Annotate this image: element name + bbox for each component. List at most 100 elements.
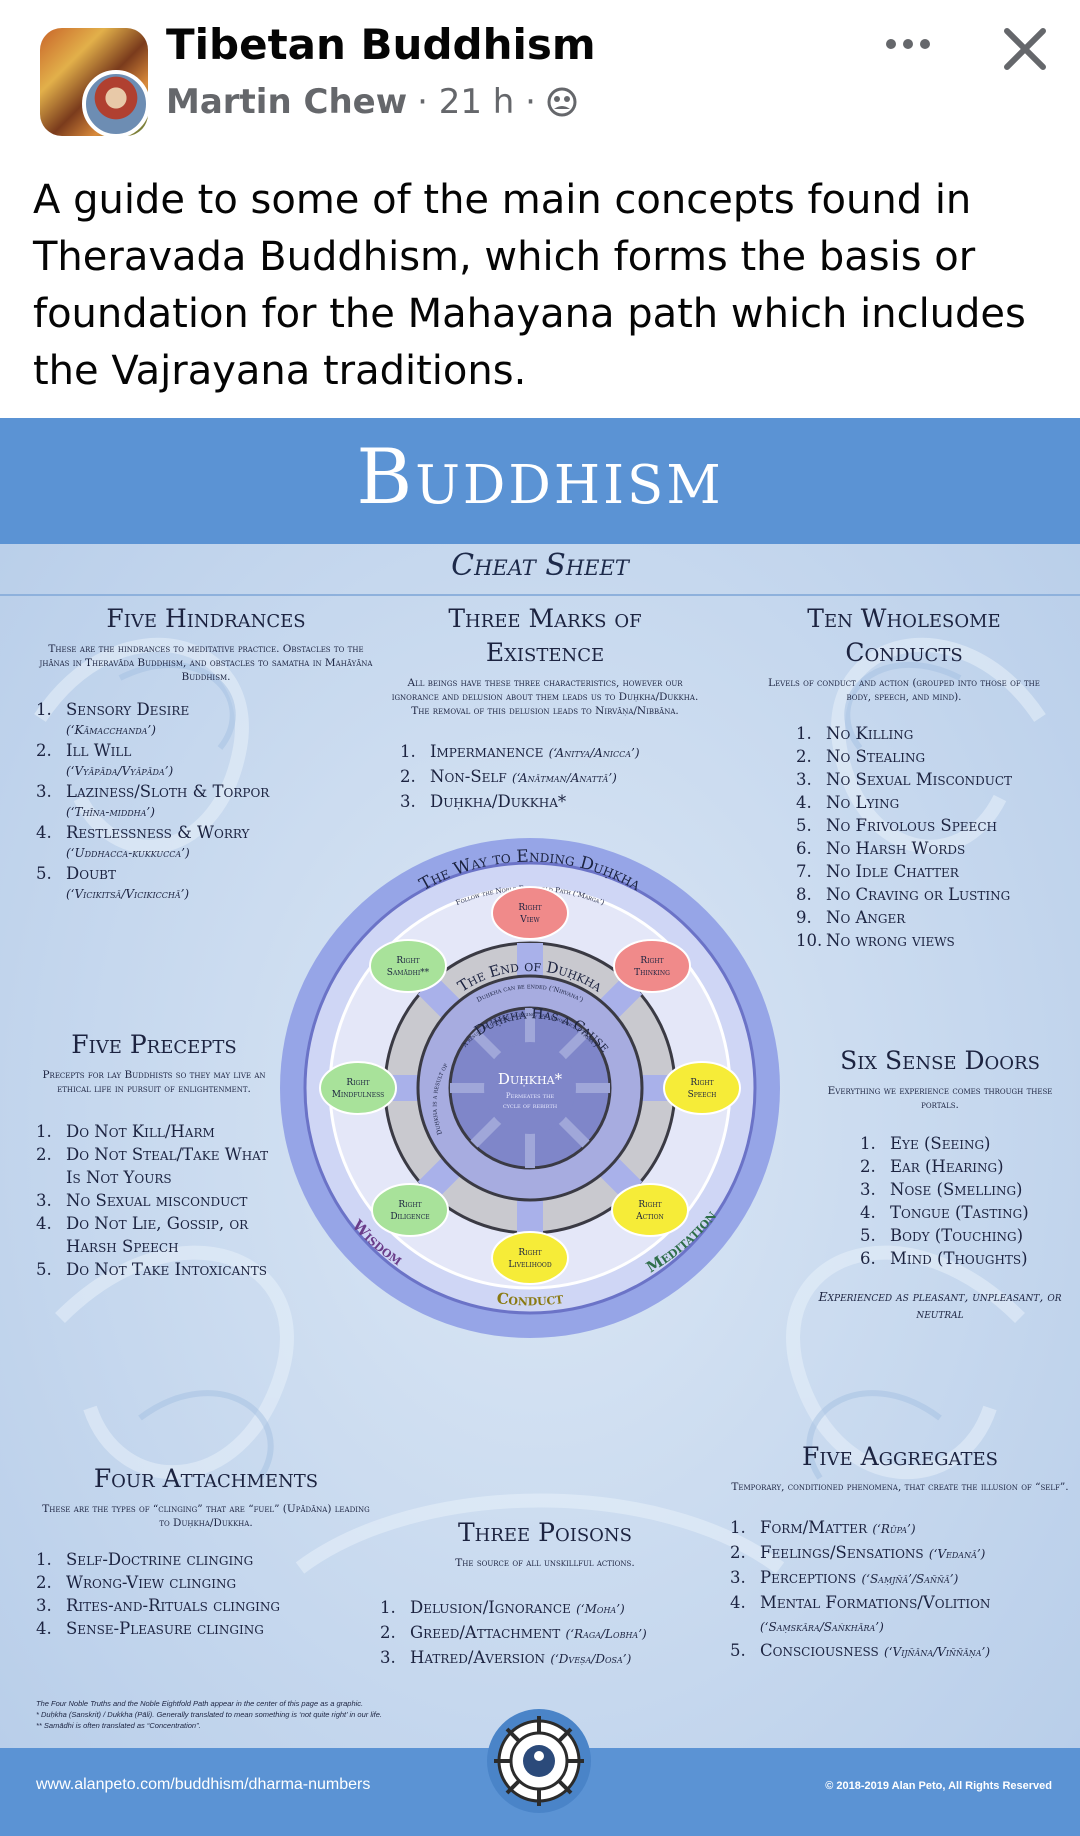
more-options-button[interactable] <box>868 22 948 66</box>
item-number: 1. <box>730 1518 746 1537</box>
item-label: Impermanence <box>430 742 544 761</box>
section-title: Ten Wholesome Conducts <box>807 604 1001 667</box>
list-item: 5.No Frivolous Speech <box>796 814 1052 837</box>
item-label: Do Not Steal/Take What Is Not Yours <box>66 1145 269 1187</box>
post-meta: Martin Chew · 21 h · <box>166 82 578 122</box>
six-sense-doors-section: Six Sense Doors Everything we experience… <box>816 1044 1064 1322</box>
path-node-label: Diligence <box>390 1212 429 1222</box>
path-node-label: Right <box>518 1248 541 1258</box>
item-number: 3. <box>36 1191 52 1210</box>
item-body: No Anger <box>826 906 905 929</box>
item-number: 3. <box>36 1596 52 1615</box>
item-pali: (‘Moha’) <box>576 1602 625 1616</box>
list-item: 2.Ear (Hearing) <box>860 1155 1064 1178</box>
item-label: Do Not Kill/Harm <box>66 1122 215 1141</box>
item-body: No Sexual misconduct <box>66 1189 247 1212</box>
item-label: Nose (Smelling) <box>890 1180 1023 1199</box>
path-node-label: Action <box>635 1212 664 1222</box>
item-label: Non-Self <box>430 767 507 786</box>
item-number: 1. <box>36 1550 52 1569</box>
path-node-label: Samādhi** <box>387 968 430 978</box>
bottom-arc-conduct: Conduct <box>496 1289 565 1309</box>
item-body: Sensory Desire(‘Kāmacchanda’) <box>66 698 189 739</box>
item-number: 5. <box>796 816 812 835</box>
group-name[interactable]: Tibetan Buddhism <box>166 20 596 69</box>
author-avatar[interactable] <box>82 70 150 138</box>
list-item: 3. No Sexual misconduct <box>36 1189 272 1212</box>
path-node-label: Right <box>638 1200 661 1210</box>
section-title: Four Attachments <box>93 1464 319 1493</box>
item-number: 1. <box>36 1122 52 1141</box>
item-pali: (‘Vedanā’) <box>928 1547 986 1561</box>
post-header: Tibetan Buddhism Martin Chew · 21 h · <box>0 0 1080 160</box>
close-button[interactable] <box>990 14 1060 84</box>
section-description: Everything we experience comes through t… <box>827 1085 1053 1111</box>
item-pali: (‘Anātman/Anattā’) <box>511 771 617 785</box>
group-avatar[interactable] <box>40 28 150 138</box>
item-number: 3. <box>36 782 52 801</box>
label-conduct: Conduct <box>496 1289 565 1309</box>
item-pali: (‘Dveṣa/Dosa’) <box>550 1652 632 1666</box>
item-body: Do Not Kill/Harm <box>66 1120 215 1143</box>
path-node-shape <box>491 886 569 940</box>
three-marks-section: Three Marks of Existence All beings have… <box>390 602 700 813</box>
item-label: Laziness/Sloth & Torpor <box>66 782 270 801</box>
list-item: 1.No Killing <box>796 722 1052 745</box>
item-label: Wrong-View clinging <box>66 1573 237 1592</box>
footer-copyright: © 2018-2019 Alan Peto, All Rights Reserv… <box>825 1780 1052 1792</box>
item-body: Mind (Thoughts) <box>890 1247 1028 1270</box>
item-body: Doubt(‘Vicikitsā/Vicikicchā’) <box>66 862 189 903</box>
item-number: 8. <box>796 885 812 904</box>
item-label: Perceptions <box>760 1568 857 1587</box>
item-pali: (‘Kāmacchanda’) <box>66 723 156 737</box>
list-item: 2.Wrong-View clinging <box>36 1571 376 1594</box>
item-label: Ill Will <box>66 741 132 760</box>
path-node-label: Mindfulness <box>332 1090 385 1100</box>
item-body: Perceptions (‘Saṃjñā’/Saññā’) <box>760 1566 958 1591</box>
item-label: Delusion/Ignorance <box>410 1598 571 1617</box>
item-label: Hatred/Aversion <box>410 1648 546 1667</box>
five-aggregates-section: Five Aggregates Temporary, conditioned p… <box>730 1440 1070 1664</box>
path-node-shape <box>369 939 447 993</box>
item-number: 3. <box>860 1180 876 1199</box>
author-name[interactable]: Martin Chew <box>166 82 408 122</box>
item-pali: (‘Vijñāna/Viññāṇa’) <box>884 1645 991 1659</box>
list-item: 4.Restlessness & Worry(‘Uddhacca-kukkucc… <box>36 821 376 862</box>
list-item: 6.No Harsh Words <box>796 837 1052 860</box>
center-title: Duḥkha* <box>498 1070 563 1088</box>
item-number: 1. <box>36 700 52 719</box>
item-body: Restlessness & Worry(‘Uddhacca-kukkucca’… <box>66 821 249 862</box>
path-node-label: Right <box>518 903 541 913</box>
item-label: No Lying <box>826 793 900 812</box>
item-body: No Harsh Words <box>826 837 965 860</box>
item-number: 4. <box>730 1593 746 1612</box>
eightfold-path-wheel: The Way to Ending Duḥkha Follow the Nobl… <box>280 838 780 1338</box>
aggregates-list: 1.Form/Matter (‘Rūpa’)2.Feelings/Sensati… <box>730 1516 1070 1664</box>
item-body: Feelings/Sensations (‘Vedanā’) <box>760 1541 985 1566</box>
marks-list: 1.Impermanence (‘Anitya/Anicca’)2.Non-Se… <box>400 740 700 813</box>
item-body: Rites-and-Rituals clinging <box>66 1594 280 1617</box>
list-item: 3.Duḥkha/Dukkha* <box>400 790 700 813</box>
path-node-shape <box>613 939 691 993</box>
item-label: Sense-Pleasure clinging <box>66 1619 264 1638</box>
item-body: Self-Doctrine clinging <box>66 1548 253 1571</box>
list-item: 3. Rites-and-Rituals clinging <box>36 1594 376 1617</box>
senses-list: 1.Eye (Seeing)2.Ear (Hearing)3.Nose (Sme… <box>860 1132 1064 1270</box>
item-number: 5. <box>36 1260 52 1279</box>
post-time[interactable]: · 21 h · <box>417 82 536 122</box>
item-label: No Craving or Lusting <box>826 885 1011 904</box>
cheat-sheet-image[interactable]: Buddhism Cheat Sheet Five Hindrances The… <box>0 418 1080 1836</box>
list-item: 2.No Stealing <box>796 745 1052 768</box>
list-item: 1. Self-Doctrine clinging <box>36 1548 376 1571</box>
path-node-label: Right <box>640 956 663 966</box>
section-description: All beings have these three characterist… <box>391 677 699 717</box>
section-description: These are the types of “clinging” that a… <box>42 1503 370 1529</box>
item-body: No Killing <box>826 722 913 745</box>
item-number: 2. <box>730 1543 746 1562</box>
item-number: 6. <box>860 1249 876 1268</box>
